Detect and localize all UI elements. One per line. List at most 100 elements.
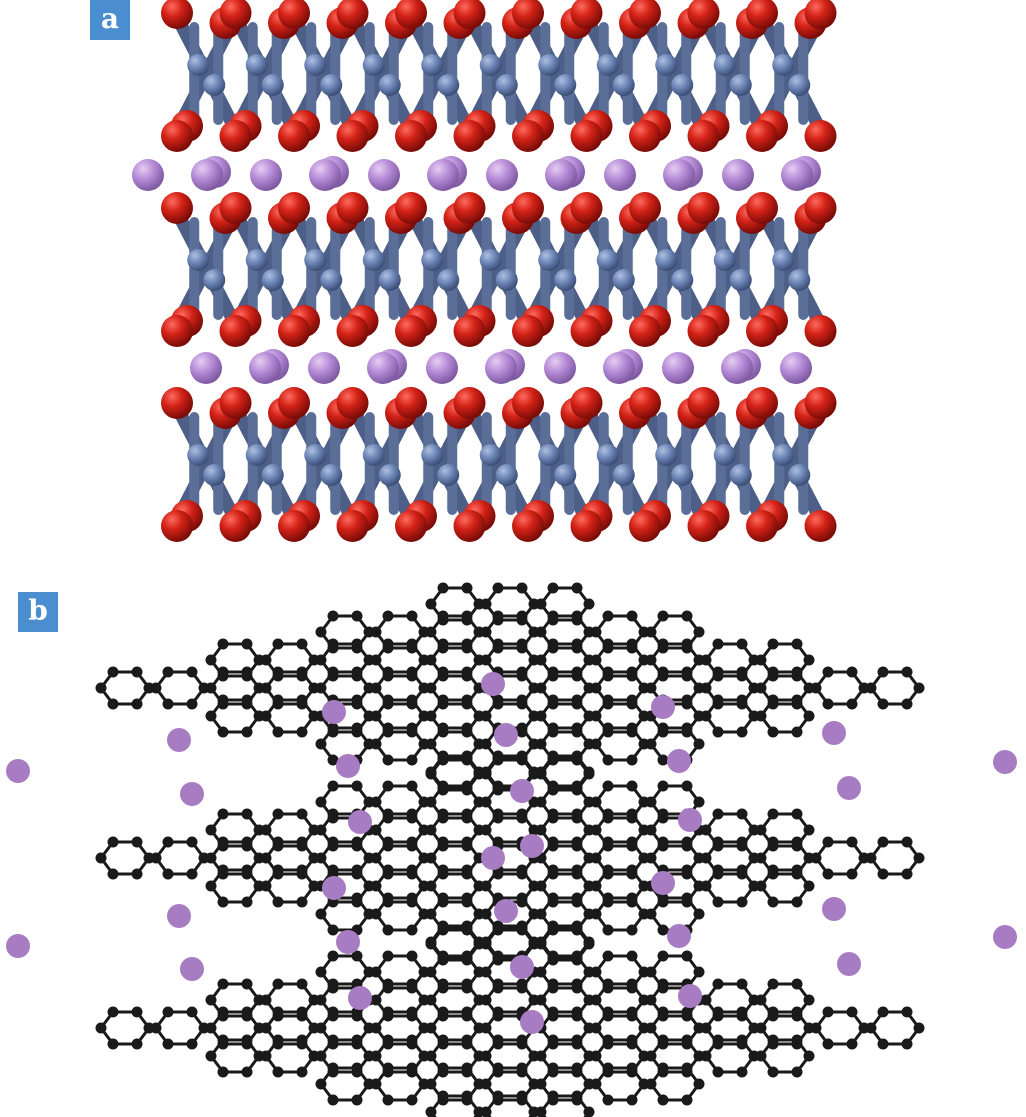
- carbon-atom: [296, 808, 308, 820]
- carbon-atom: [217, 1066, 229, 1078]
- carbon-atom: [755, 824, 767, 836]
- oxygen-atom: [746, 120, 778, 152]
- carbon-atom: [822, 868, 834, 880]
- carbon-atom: [461, 808, 473, 820]
- carbon-atom: [370, 654, 382, 666]
- carbon-atom: [645, 654, 657, 666]
- carbon-atom: [461, 836, 473, 848]
- carbon-atom: [425, 598, 437, 610]
- carbon-atom: [571, 582, 583, 594]
- carbon-atom: [351, 610, 363, 622]
- intercalant-ion: [336, 754, 360, 778]
- carbon-atom: [736, 808, 748, 820]
- carbon-ring: [869, 840, 921, 876]
- oxygen-atom: [161, 192, 193, 224]
- carbon-atom: [571, 666, 583, 678]
- carbon-atom: [382, 666, 394, 678]
- carbon-atom: [877, 1038, 889, 1050]
- carbon-atom: [626, 666, 638, 678]
- carbon-atom: [767, 896, 779, 908]
- carbon-atom: [425, 710, 437, 722]
- oxygen-atom: [629, 192, 661, 224]
- carbon-atom: [425, 994, 437, 1006]
- carbon-atom: [131, 868, 143, 880]
- carbon-atom: [901, 666, 913, 678]
- carbon-atom: [791, 1066, 803, 1078]
- carbon-atom: [571, 978, 583, 990]
- carbon-atom: [406, 1062, 418, 1074]
- metal-atom: [538, 54, 561, 76]
- oxygen-atom: [629, 315, 661, 347]
- carbon-atom: [700, 682, 712, 694]
- carbon-atom: [425, 796, 437, 808]
- carbon-atom: [547, 722, 559, 734]
- carbon-atom: [602, 978, 614, 990]
- carbon-atom: [241, 1034, 253, 1046]
- carbon-atom: [425, 654, 437, 666]
- carbon-atom: [406, 722, 418, 734]
- carbon-atom: [571, 808, 583, 820]
- oxygen-atom: [395, 315, 427, 347]
- carbon-atom: [370, 1022, 382, 1034]
- carbon-atom: [296, 836, 308, 848]
- carbon-atom: [712, 638, 724, 650]
- metal-atom: [304, 444, 327, 466]
- carbon-atom: [791, 896, 803, 908]
- intercalant-ion: [427, 159, 459, 191]
- carbon-atom: [351, 864, 363, 876]
- carbon-atom: [382, 722, 394, 734]
- carbon-atom: [406, 780, 418, 792]
- metal-atom: [437, 269, 460, 291]
- carbon-atom: [406, 892, 418, 904]
- carbon-atom: [583, 1106, 595, 1117]
- carbon-atom: [681, 1094, 693, 1106]
- carbon-atom: [590, 824, 602, 836]
- metal-atom: [378, 269, 401, 291]
- carbon-atom: [406, 950, 418, 962]
- carbon-atom: [370, 710, 382, 722]
- carbon-atom: [327, 808, 339, 820]
- intercalant-ion: [481, 846, 505, 870]
- metal-atom: [729, 269, 752, 291]
- carbon-atom: [370, 796, 382, 808]
- carbon-atom: [480, 1106, 492, 1117]
- carbon-atom: [217, 978, 229, 990]
- carbon-atom: [712, 726, 724, 738]
- metal-atom: [479, 444, 502, 466]
- carbon-atom: [571, 1034, 583, 1046]
- carbon-atom: [260, 880, 272, 892]
- carbon-atom: [602, 1062, 614, 1074]
- carbon-atom: [803, 654, 815, 666]
- oxygen-atom: [219, 0, 252, 29]
- carbon-atom: [406, 808, 418, 820]
- oxygen-atom: [570, 510, 603, 542]
- carbon-atom: [626, 722, 638, 734]
- oxygen-atom: [804, 0, 837, 29]
- carbon-atom: [241, 1066, 253, 1078]
- carbon-atom: [480, 1078, 492, 1090]
- carbon-atom: [657, 722, 669, 734]
- carbon-atom: [480, 710, 492, 722]
- oxygen-atom: [161, 315, 193, 347]
- carbon-atom: [590, 1078, 602, 1090]
- carbon-atom: [571, 922, 583, 934]
- carbon-atom: [217, 694, 229, 706]
- oxygen-atom: [161, 120, 193, 152]
- carbon-atom: [296, 1006, 308, 1018]
- carbon-atom: [241, 978, 253, 990]
- metal-atom: [245, 249, 268, 271]
- carbon-atom: [846, 1006, 858, 1018]
- carbon-atom: [461, 950, 473, 962]
- carbon-atom: [351, 666, 363, 678]
- carbon-atom: [657, 1094, 669, 1106]
- carbon-atom: [877, 698, 889, 710]
- carbon-atom: [767, 638, 779, 650]
- carbon-atom: [461, 892, 473, 904]
- carbon-atom: [535, 682, 547, 694]
- carbon-atom: [736, 638, 748, 650]
- carbon-atom: [461, 922, 473, 934]
- carbon-atom: [351, 1034, 363, 1046]
- oxygen-atom: [453, 120, 486, 152]
- oxygen-atom: [453, 0, 486, 29]
- metal-atom: [261, 74, 284, 96]
